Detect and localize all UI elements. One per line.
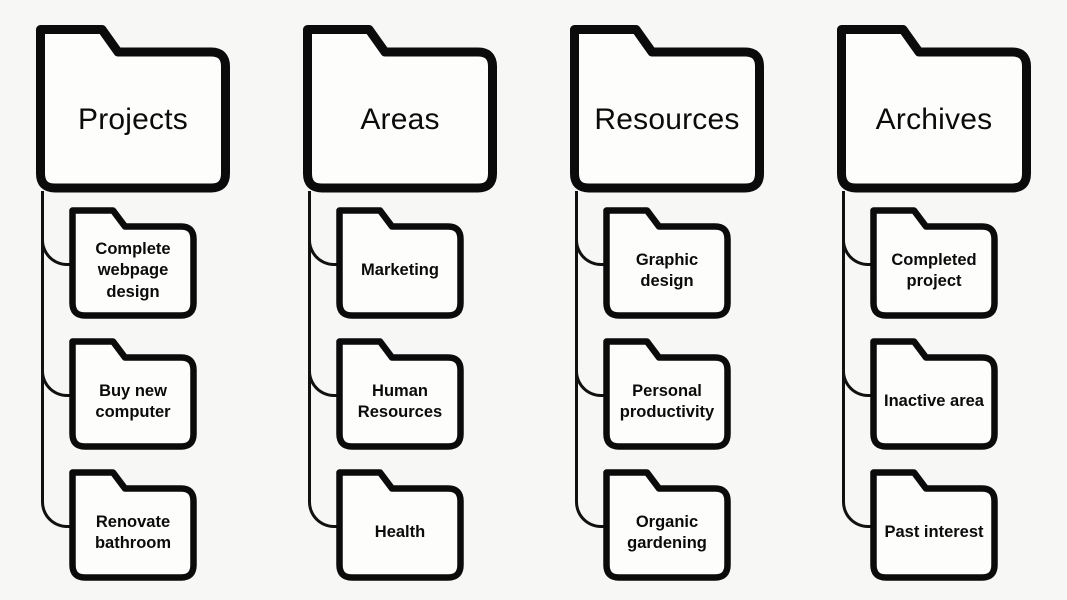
subfolder: Organic gardening bbox=[603, 469, 731, 581]
subfolder: Inactive area bbox=[870, 338, 998, 450]
folder-projects: Projects bbox=[36, 25, 230, 193]
connector-curve bbox=[41, 191, 70, 528]
subfolder-label: Inactive area bbox=[884, 392, 984, 411]
para-column-resources: Resources Graphic design Personal produc… bbox=[570, 25, 800, 585]
subfolder-label: Human Resources bbox=[357, 381, 443, 421]
subfolder: Past interest bbox=[870, 469, 998, 581]
subfolder: Completed project bbox=[870, 207, 998, 319]
folder-resources: Resources bbox=[570, 25, 764, 193]
connector-curve bbox=[575, 191, 604, 528]
connector-curve bbox=[308, 191, 337, 528]
subfolder-label: Completed project bbox=[891, 250, 977, 290]
connector-curve bbox=[842, 191, 871, 528]
subfolder: Complete webpage design bbox=[69, 207, 197, 319]
subfolder: Marketing bbox=[336, 207, 464, 319]
subfolder-label: Renovate bathroom bbox=[94, 512, 172, 552]
subfolder: Human Resources bbox=[336, 338, 464, 450]
folder-areas: Areas bbox=[303, 25, 497, 193]
subfolder-label: Past interest bbox=[884, 523, 984, 542]
para-column-areas: Areas Marketing Human Resources Health bbox=[303, 25, 533, 585]
subfolder-label: Marketing bbox=[361, 261, 439, 280]
subfolder: Graphic design bbox=[603, 207, 731, 319]
subfolder-label: Organic gardening bbox=[627, 512, 707, 552]
para-column-archives: Archives Completed project Inactive area… bbox=[837, 25, 1067, 585]
subfolder: Health bbox=[336, 469, 464, 581]
subfolder: Renovate bathroom bbox=[69, 469, 197, 581]
subfolder-label: Personal productivity bbox=[619, 381, 715, 421]
subfolder-label: Complete webpage design bbox=[95, 240, 171, 301]
folder-label: Projects bbox=[78, 103, 188, 136]
subfolder: Personal productivity bbox=[603, 338, 731, 450]
subfolder: Buy new computer bbox=[69, 338, 197, 450]
folder-archives: Archives bbox=[837, 25, 1031, 193]
folder-label: Archives bbox=[875, 103, 993, 136]
subfolder-label: Health bbox=[374, 523, 426, 542]
para-column-projects: Projects Complete webpage design Buy new… bbox=[36, 25, 266, 585]
subfolder-label: Buy new computer bbox=[95, 381, 171, 421]
folder-label: Areas bbox=[360, 103, 440, 136]
subfolder-label: Graphic design bbox=[635, 250, 699, 290]
folder-label: Resources bbox=[594, 103, 740, 136]
